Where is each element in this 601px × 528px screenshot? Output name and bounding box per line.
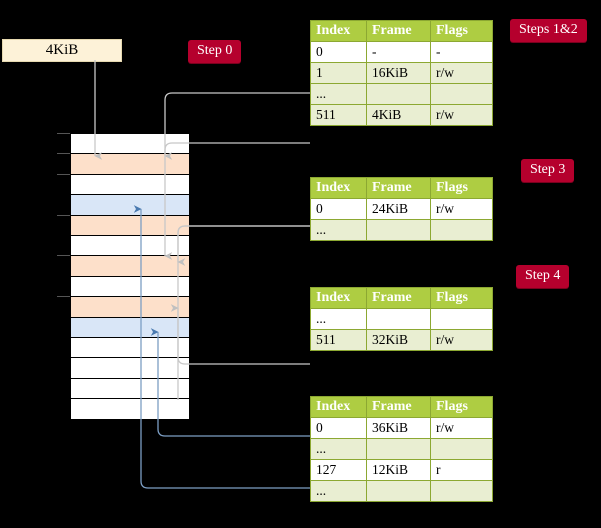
- table-cell-frame: -: [366, 41, 431, 63]
- step-badge-step3: Step 3: [521, 159, 575, 182]
- table-cell-frame: [366, 219, 431, 241]
- table-cell-index: ...: [310, 308, 367, 330]
- table-header-frame: Frame: [366, 177, 431, 199]
- memory-tick: [57, 133, 70, 134]
- table-cell-index: ...: [310, 438, 367, 460]
- table-cell-index: ...: [310, 83, 367, 105]
- table-row: ...: [310, 438, 493, 460]
- table-cell-flags: [430, 480, 493, 502]
- table-cell-frame: 4KiB: [366, 104, 431, 126]
- memory-tick: [57, 296, 70, 298]
- table-cell-frame: 36KiB: [366, 417, 431, 439]
- link-pt-row127-to-memory: [133, 205, 310, 489]
- table-cell-flags: r/w: [430, 417, 493, 439]
- table-cell-frame: [366, 480, 431, 502]
- table-header-index: Index: [310, 177, 367, 199]
- table-header-index: Index: [310, 20, 367, 42]
- link-pt-row0-to-memory: [150, 328, 310, 437]
- memory-row: [71, 195, 189, 216]
- table-cell-frame: 32KiB: [366, 329, 431, 351]
- memory-row: [71, 378, 189, 400]
- memory-row: [71, 215, 189, 236]
- step-badge-step4: Step 4: [516, 265, 570, 288]
- table-header-index: Index: [310, 396, 367, 418]
- table-cell-index: 127: [310, 459, 367, 481]
- memory-tick: [57, 214, 70, 216]
- table-cell-index: 1: [310, 62, 367, 84]
- memory-row: [71, 317, 189, 338]
- memory-row: [71, 399, 189, 420]
- table-header-frame: Frame: [366, 20, 431, 42]
- memory-row: [71, 337, 189, 359]
- table-row: ...: [310, 219, 493, 241]
- memory-tick: [57, 173, 70, 175]
- step-badge-steps12: Steps 1&2: [510, 19, 587, 42]
- link-pd-to-memory: [170, 304, 310, 365]
- link-pml4-row1-to-memory: [164, 92, 310, 260]
- table-cell-frame: 16KiB: [366, 62, 431, 84]
- memory-row: [71, 358, 189, 379]
- table-cell-index: ...: [310, 219, 367, 241]
- table-cell-flags: [430, 83, 493, 105]
- table-row: ...: [310, 308, 493, 330]
- link-pdpt-down-arrow: [177, 225, 310, 266]
- memory-tick: [57, 153, 70, 155]
- table-row: 0--: [310, 41, 493, 63]
- frame-box-4kib: 4KiB: [2, 39, 122, 62]
- memory-row: [71, 256, 189, 277]
- memory-row: [71, 276, 189, 298]
- table-cell-flags: -: [430, 41, 493, 63]
- table-header-flags: Flags: [430, 396, 493, 418]
- table-cell-flags: r/w: [430, 104, 493, 126]
- memory-row: [71, 235, 189, 257]
- table-cell-index: ...: [310, 480, 367, 502]
- table-cell-flags: r: [430, 459, 493, 481]
- table-cell-flags: r/w: [430, 198, 493, 220]
- step-badge-step0: Step 0: [188, 40, 242, 63]
- link-pdpt-to-memory: [177, 225, 310, 400]
- table-cell-flags: [430, 219, 493, 241]
- frame-box-label: 4KiB: [45, 42, 79, 58]
- memory-row: [71, 134, 189, 155]
- table-cell-frame: [366, 83, 431, 105]
- table-cell-index: 0: [310, 41, 367, 63]
- table-header-frame: Frame: [366, 287, 431, 309]
- table-row: ...: [310, 480, 493, 502]
- memory-tick: [57, 255, 70, 257]
- table-header-frame: Frame: [366, 396, 431, 418]
- table-row: ...: [310, 83, 493, 105]
- memory-row: [71, 297, 189, 318]
- table-header-flags: Flags: [430, 287, 493, 309]
- link-pml4-to-memory: [164, 142, 310, 160]
- memory-row: [71, 174, 189, 196]
- memory-column: [70, 133, 190, 420]
- table-cell-flags: r/w: [430, 329, 493, 351]
